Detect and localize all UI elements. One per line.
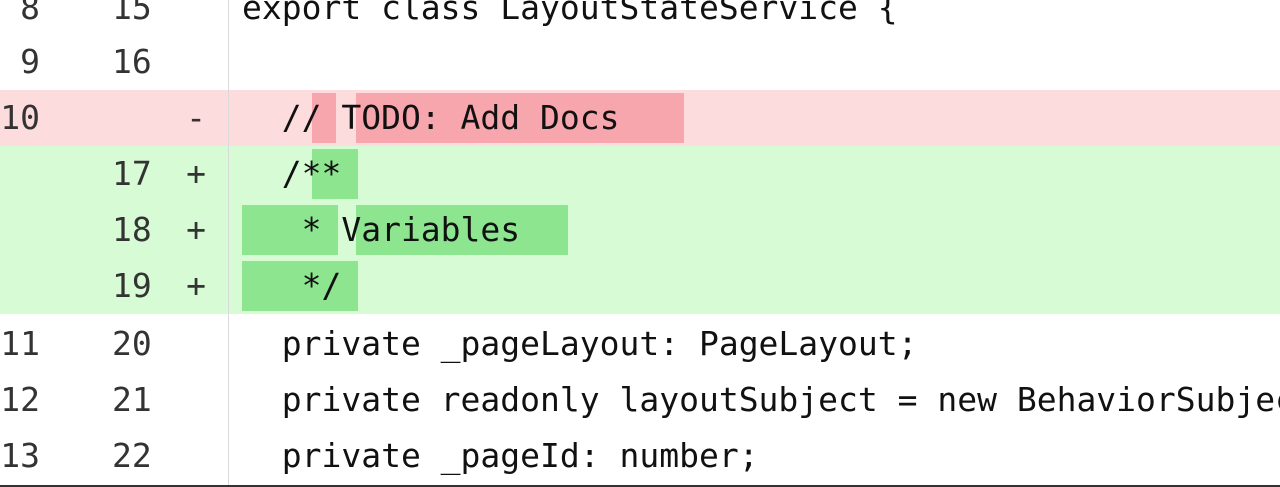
- new-line-number: 15: [112, 0, 152, 27]
- added-word-highlight: [312, 149, 358, 199]
- code-text: private readonly layoutSubject = new Beh…: [242, 380, 1280, 419]
- new-line-number: 22: [112, 436, 152, 475]
- code-text: /**: [242, 154, 342, 193]
- added-word-highlight: [242, 261, 358, 311]
- diff-line-added-18[interactable]: 18 + * Variables: [0, 202, 1280, 258]
- new-line-number: 19: [112, 266, 152, 305]
- added-word-highlight: [242, 205, 338, 255]
- new-line-number: 21: [112, 380, 152, 419]
- diff-marker: +: [186, 210, 206, 249]
- old-line-number: 9: [20, 42, 40, 81]
- removed-word-highlight: [312, 93, 336, 143]
- new-line-number: 20: [112, 324, 152, 363]
- code-text: export class LayoutStateService {: [242, 0, 898, 27]
- old-line-number: 8: [20, 0, 40, 27]
- code-text: * Variables: [242, 210, 521, 249]
- new-line-number: 18: [112, 210, 152, 249]
- old-line-number: 10: [0, 98, 40, 137]
- diff-marker: +: [186, 154, 206, 193]
- diff-line-added-19[interactable]: 19 + */: [0, 258, 1280, 314]
- code-text: */: [242, 266, 342, 305]
- diff-line-9-16[interactable]: 9 16: [0, 34, 1280, 90]
- code-text: private _pageLayout: PageLayout;: [242, 324, 918, 363]
- new-line-number: 16: [112, 42, 152, 81]
- old-line-number: 11: [0, 324, 40, 363]
- new-line-number: 17: [112, 154, 152, 193]
- diff-line-added-17[interactable]: 17 + /**: [0, 146, 1280, 202]
- old-line-number: 12: [0, 380, 40, 419]
- removed-word-highlight: [356, 93, 684, 143]
- added-word-highlight: [356, 205, 568, 255]
- diff-line-removed-10[interactable]: 10 - // TODO: Add Docs: [0, 90, 1280, 146]
- code-text: // TODO: Add Docs: [242, 98, 620, 137]
- gutter-divider: [228, 0, 229, 485]
- diff-line-13-22[interactable]: 13 22 private _pageId: number;: [0, 428, 1280, 484]
- diff-line-8-15[interactable]: 8 15 export class LayoutStateService {: [0, 0, 1280, 36]
- code-text: private _pageId: number;: [242, 436, 759, 475]
- diff-line-11-20[interactable]: 11 20 private _pageLayout: PageLayout;: [0, 316, 1280, 372]
- old-line-number: 13: [0, 436, 40, 475]
- diff-marker: -: [186, 98, 206, 137]
- diff-line-12-21[interactable]: 12 21 private readonly layoutSubject = n…: [0, 372, 1280, 428]
- diff-marker: +: [186, 266, 206, 305]
